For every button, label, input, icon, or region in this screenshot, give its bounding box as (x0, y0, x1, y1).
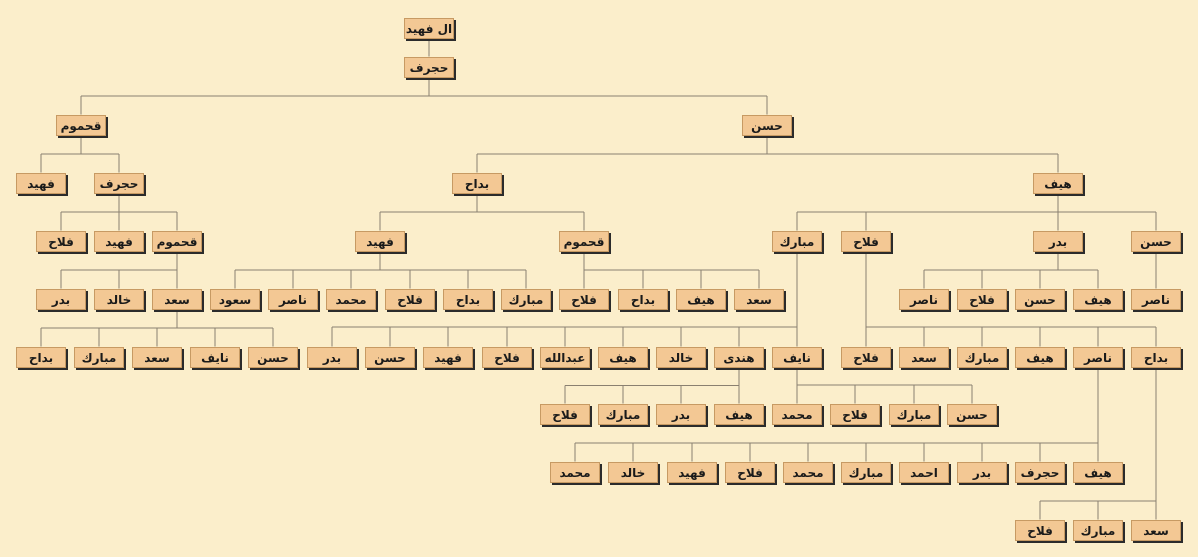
tree-node: سعود (210, 288, 260, 310)
tree-node: فلاح (559, 288, 609, 310)
tree-node: حسن (947, 403, 997, 425)
tree-node: قحموم (56, 114, 106, 136)
tree-node: خالد (94, 288, 144, 310)
tree-node: هيف (676, 288, 726, 310)
tree-node: بدر (1033, 230, 1083, 252)
tree-node: فهيد (16, 172, 66, 194)
tree-node: فهيد (423, 346, 473, 368)
tree-node: فلاح (540, 403, 590, 425)
tree-node: هيف (1073, 461, 1123, 483)
tree-node: بداح (1131, 346, 1181, 368)
tree-node: بداح (452, 172, 502, 194)
tree-node: سعد (132, 346, 182, 368)
tree-node: فلاح (830, 403, 880, 425)
tree-node: فهيد (667, 461, 717, 483)
tree-node: احمد (899, 461, 949, 483)
tree-node: فهيد (94, 230, 144, 252)
tree-node: بداح (443, 288, 493, 310)
tree-node: مبارك (889, 403, 939, 425)
tree-node: سعد (1131, 519, 1181, 541)
tree-node: قحموم (152, 230, 202, 252)
tree-node: ناصر (899, 288, 949, 310)
tree-node: مبارك (772, 230, 822, 252)
tree-node: بداح (618, 288, 668, 310)
tree-node: بداح (16, 346, 66, 368)
tree-node: ناصر (1073, 346, 1123, 368)
tree-node: محمد (550, 461, 600, 483)
tree-node: فلاح (841, 346, 891, 368)
tree-node: مبارك (957, 346, 1007, 368)
tree-node: حسن (742, 114, 792, 136)
tree-node: حسن (1131, 230, 1181, 252)
tree-node: هيف (598, 346, 648, 368)
tree-node: حجرف (94, 172, 144, 194)
tree-node: نايف (772, 346, 822, 368)
tree-node: مبارك (598, 403, 648, 425)
tree-node: هيف (1073, 288, 1123, 310)
tree-node: مبارك (841, 461, 891, 483)
tree-node: بدر (656, 403, 706, 425)
tree-node: حسن (1015, 288, 1065, 310)
tree-node: فلاح (482, 346, 532, 368)
tree-node: حسن (365, 346, 415, 368)
tree-node: فلاح (725, 461, 775, 483)
tree-node: سعد (734, 288, 784, 310)
tree-node: محمد (772, 403, 822, 425)
tree-node: نايف (190, 346, 240, 368)
root-node: ال فهيد (404, 17, 454, 39)
tree-node: خالد (608, 461, 658, 483)
tree-node: فهيد (355, 230, 405, 252)
tree-node: بدر (957, 461, 1007, 483)
tree-node: فلاح (385, 288, 435, 310)
tree-node: محمد (326, 288, 376, 310)
tree-node: مبارك (501, 288, 551, 310)
tree-node: ناصر (1131, 288, 1181, 310)
tree-node: فلاح (957, 288, 1007, 310)
tree-node: عبدالله (540, 346, 590, 368)
tree-node: سعد (899, 346, 949, 368)
tree-node: فلاح (36, 230, 86, 252)
tree-node: مبارك (74, 346, 124, 368)
tree-node: هيف (1015, 346, 1065, 368)
tree-node: سعد (152, 288, 202, 310)
tree-node: هندى (714, 346, 764, 368)
tree-node: مبارك (1073, 519, 1123, 541)
tree-node: فلاح (1015, 519, 1065, 541)
tree-node: فلاح (841, 230, 891, 252)
tree-node: محمد (783, 461, 833, 483)
tree-node: حسن (248, 346, 298, 368)
tree-node: بدر (307, 346, 357, 368)
tree-node: هيف (1033, 172, 1083, 194)
tree-node: ناصر (268, 288, 318, 310)
tree-node: خالد (656, 346, 706, 368)
tree-node: بدر (36, 288, 86, 310)
tree-node: هيف (714, 403, 764, 425)
tree-node: حجرف (1015, 461, 1065, 483)
tree-node: قحموم (559, 230, 609, 252)
tree-node: حجرف (404, 56, 454, 78)
